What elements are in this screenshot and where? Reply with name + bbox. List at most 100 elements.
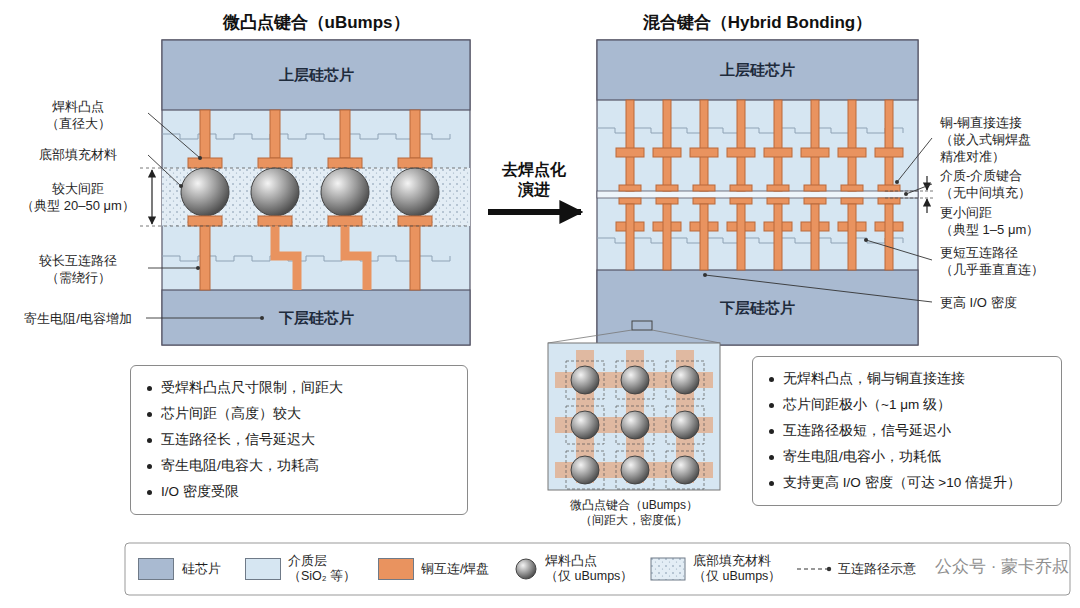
bullet-text: 受焊料凸点尺寸限制，间距大 xyxy=(145,375,451,401)
pad-outline xyxy=(666,361,704,399)
legend-text: 硅芯片 xyxy=(182,562,221,577)
legend-swatch xyxy=(378,558,414,580)
callout-label: 铜-铜直接连接 （嵌入式铜焊盘 精准对准） xyxy=(940,114,1031,165)
text-line: （仅 uBumps） xyxy=(545,569,633,584)
panel-heading: 混合键合（Hybrid Bonding） xyxy=(597,12,918,34)
leader-dot xyxy=(904,192,908,196)
legend-sample xyxy=(512,557,550,581)
silicon-chip-band: 上层硅芯片 xyxy=(597,40,918,100)
leader-line xyxy=(705,275,932,302)
copper-pad xyxy=(730,198,752,204)
underfill xyxy=(651,558,685,580)
zoom-inset: 微凸点键合（uBumps） （间距大，密度低） xyxy=(548,343,720,528)
copper-pad xyxy=(841,185,863,191)
silicon-chip xyxy=(162,290,470,345)
zoom-source xyxy=(632,321,652,330)
copper-via xyxy=(848,204,856,270)
callout-label: 底部填充材料 xyxy=(39,146,117,163)
text-line: 演进 xyxy=(502,180,566,200)
copper-via xyxy=(848,100,856,191)
zoom-line xyxy=(548,330,632,343)
inset-caption: 微凸点键合（uBumps） （间距大，密度低） xyxy=(570,498,698,528)
leader-dot xyxy=(703,273,707,277)
copper-route xyxy=(275,226,297,290)
silicon-chip-band: 下层硅芯片 xyxy=(597,270,918,345)
structure-panel: 微凸点键合（uBumps）上层硅芯片下层硅芯片 xyxy=(162,12,470,345)
text-line: （无中间填充） xyxy=(940,184,1031,201)
pad-outline xyxy=(666,451,704,489)
feature-list-box: 受焊料凸点尺寸限制，间距大芯片间距（高度）较大互连路径长，信号延迟大寄生电阻/电… xyxy=(130,365,468,515)
dimension-line xyxy=(885,191,934,192)
text-line: （直径大） xyxy=(46,115,111,132)
solder-bump xyxy=(571,456,599,484)
leader-dot xyxy=(198,156,202,160)
dimension-line xyxy=(140,226,470,227)
leader-line xyxy=(897,138,932,182)
copper-pad xyxy=(767,198,789,204)
text-line: 焊料凸点 xyxy=(545,554,633,569)
solder-bump xyxy=(391,168,439,216)
solder-bump xyxy=(671,366,699,394)
copper-pad xyxy=(804,198,826,204)
bullet-text: I/O 密度受限 xyxy=(145,479,451,505)
callout-label: 较长互连路径 （需绕行） xyxy=(39,252,117,286)
chip-label: 上层硅芯片 xyxy=(279,64,354,86)
legend-box xyxy=(125,543,1070,595)
copper-via xyxy=(200,110,210,158)
leader-line xyxy=(906,184,932,194)
copper-via xyxy=(885,100,893,191)
solder-bump xyxy=(621,366,649,394)
copper-pad xyxy=(188,158,222,168)
text-line: （嵌入式铜焊盘 xyxy=(940,131,1031,148)
leader-line xyxy=(146,318,262,319)
edge-label: 去焊点化 演进 xyxy=(500,160,568,200)
text-line: （典型 20–50 μm） xyxy=(21,197,135,214)
legend-swatch xyxy=(138,558,174,580)
text-line: （SiO₂ 等） xyxy=(288,569,356,584)
silicon-chip-band: 下层硅芯片 xyxy=(162,290,470,345)
copper-pad xyxy=(878,185,900,191)
copper-via xyxy=(774,100,782,191)
copper-pad xyxy=(258,158,292,168)
bullet-text: 寄生电阻/电容小，功耗低 xyxy=(767,444,1045,470)
text-line: 微凸点键合（uBumps） xyxy=(570,498,698,513)
leader-dot xyxy=(827,567,831,571)
text-line: 去焊点化 xyxy=(502,160,566,180)
layer-boundary xyxy=(597,238,903,243)
legend-sample xyxy=(795,557,833,581)
copper-pad xyxy=(838,148,866,157)
text-line: 铜-铜直接连接 xyxy=(940,114,1031,131)
copper-pad xyxy=(727,148,755,157)
pad-outline xyxy=(566,451,604,489)
copper-via xyxy=(663,100,671,191)
copper-via xyxy=(270,110,280,158)
copper-pad xyxy=(619,185,641,191)
pad-outline xyxy=(616,406,654,444)
copper-pad xyxy=(693,185,715,191)
copper-pad xyxy=(875,148,903,157)
legend-text: 介质层 （SiO₂ 等） xyxy=(288,554,356,584)
bullet-text: 支持更高 I/O 密度（可达 >10 倍提升） xyxy=(767,470,1045,496)
chip-label: 下层硅芯片 xyxy=(720,297,795,319)
copper-pad xyxy=(328,216,362,226)
copper-pad xyxy=(801,148,829,157)
callout-label: 较大间距 （典型 20–50 μm） xyxy=(21,180,135,214)
text-line: 更小间距 xyxy=(940,204,1039,221)
underfill xyxy=(162,168,470,226)
text-line: 焊料凸点 xyxy=(46,98,111,115)
copper-via xyxy=(774,204,782,270)
copper-via xyxy=(811,100,819,191)
text-line: （几乎垂直直连） xyxy=(940,261,1044,278)
legend-text: 底部填充材料 （仅 uBumps） xyxy=(693,554,781,584)
solder-bump xyxy=(181,168,229,216)
copper-pad xyxy=(841,198,863,204)
drawing-group xyxy=(125,40,1070,595)
solder-bump xyxy=(671,456,699,484)
callout-label: 更短互连路径 （几乎垂直直连） xyxy=(940,244,1044,278)
legend-text: 互连路径示意 xyxy=(838,562,916,577)
leader-line xyxy=(148,113,200,158)
legend-text: 焊料凸点 （仅 uBumps） xyxy=(545,554,633,584)
text-line: 精准对准） xyxy=(940,148,1031,165)
copper-pad xyxy=(258,216,292,226)
